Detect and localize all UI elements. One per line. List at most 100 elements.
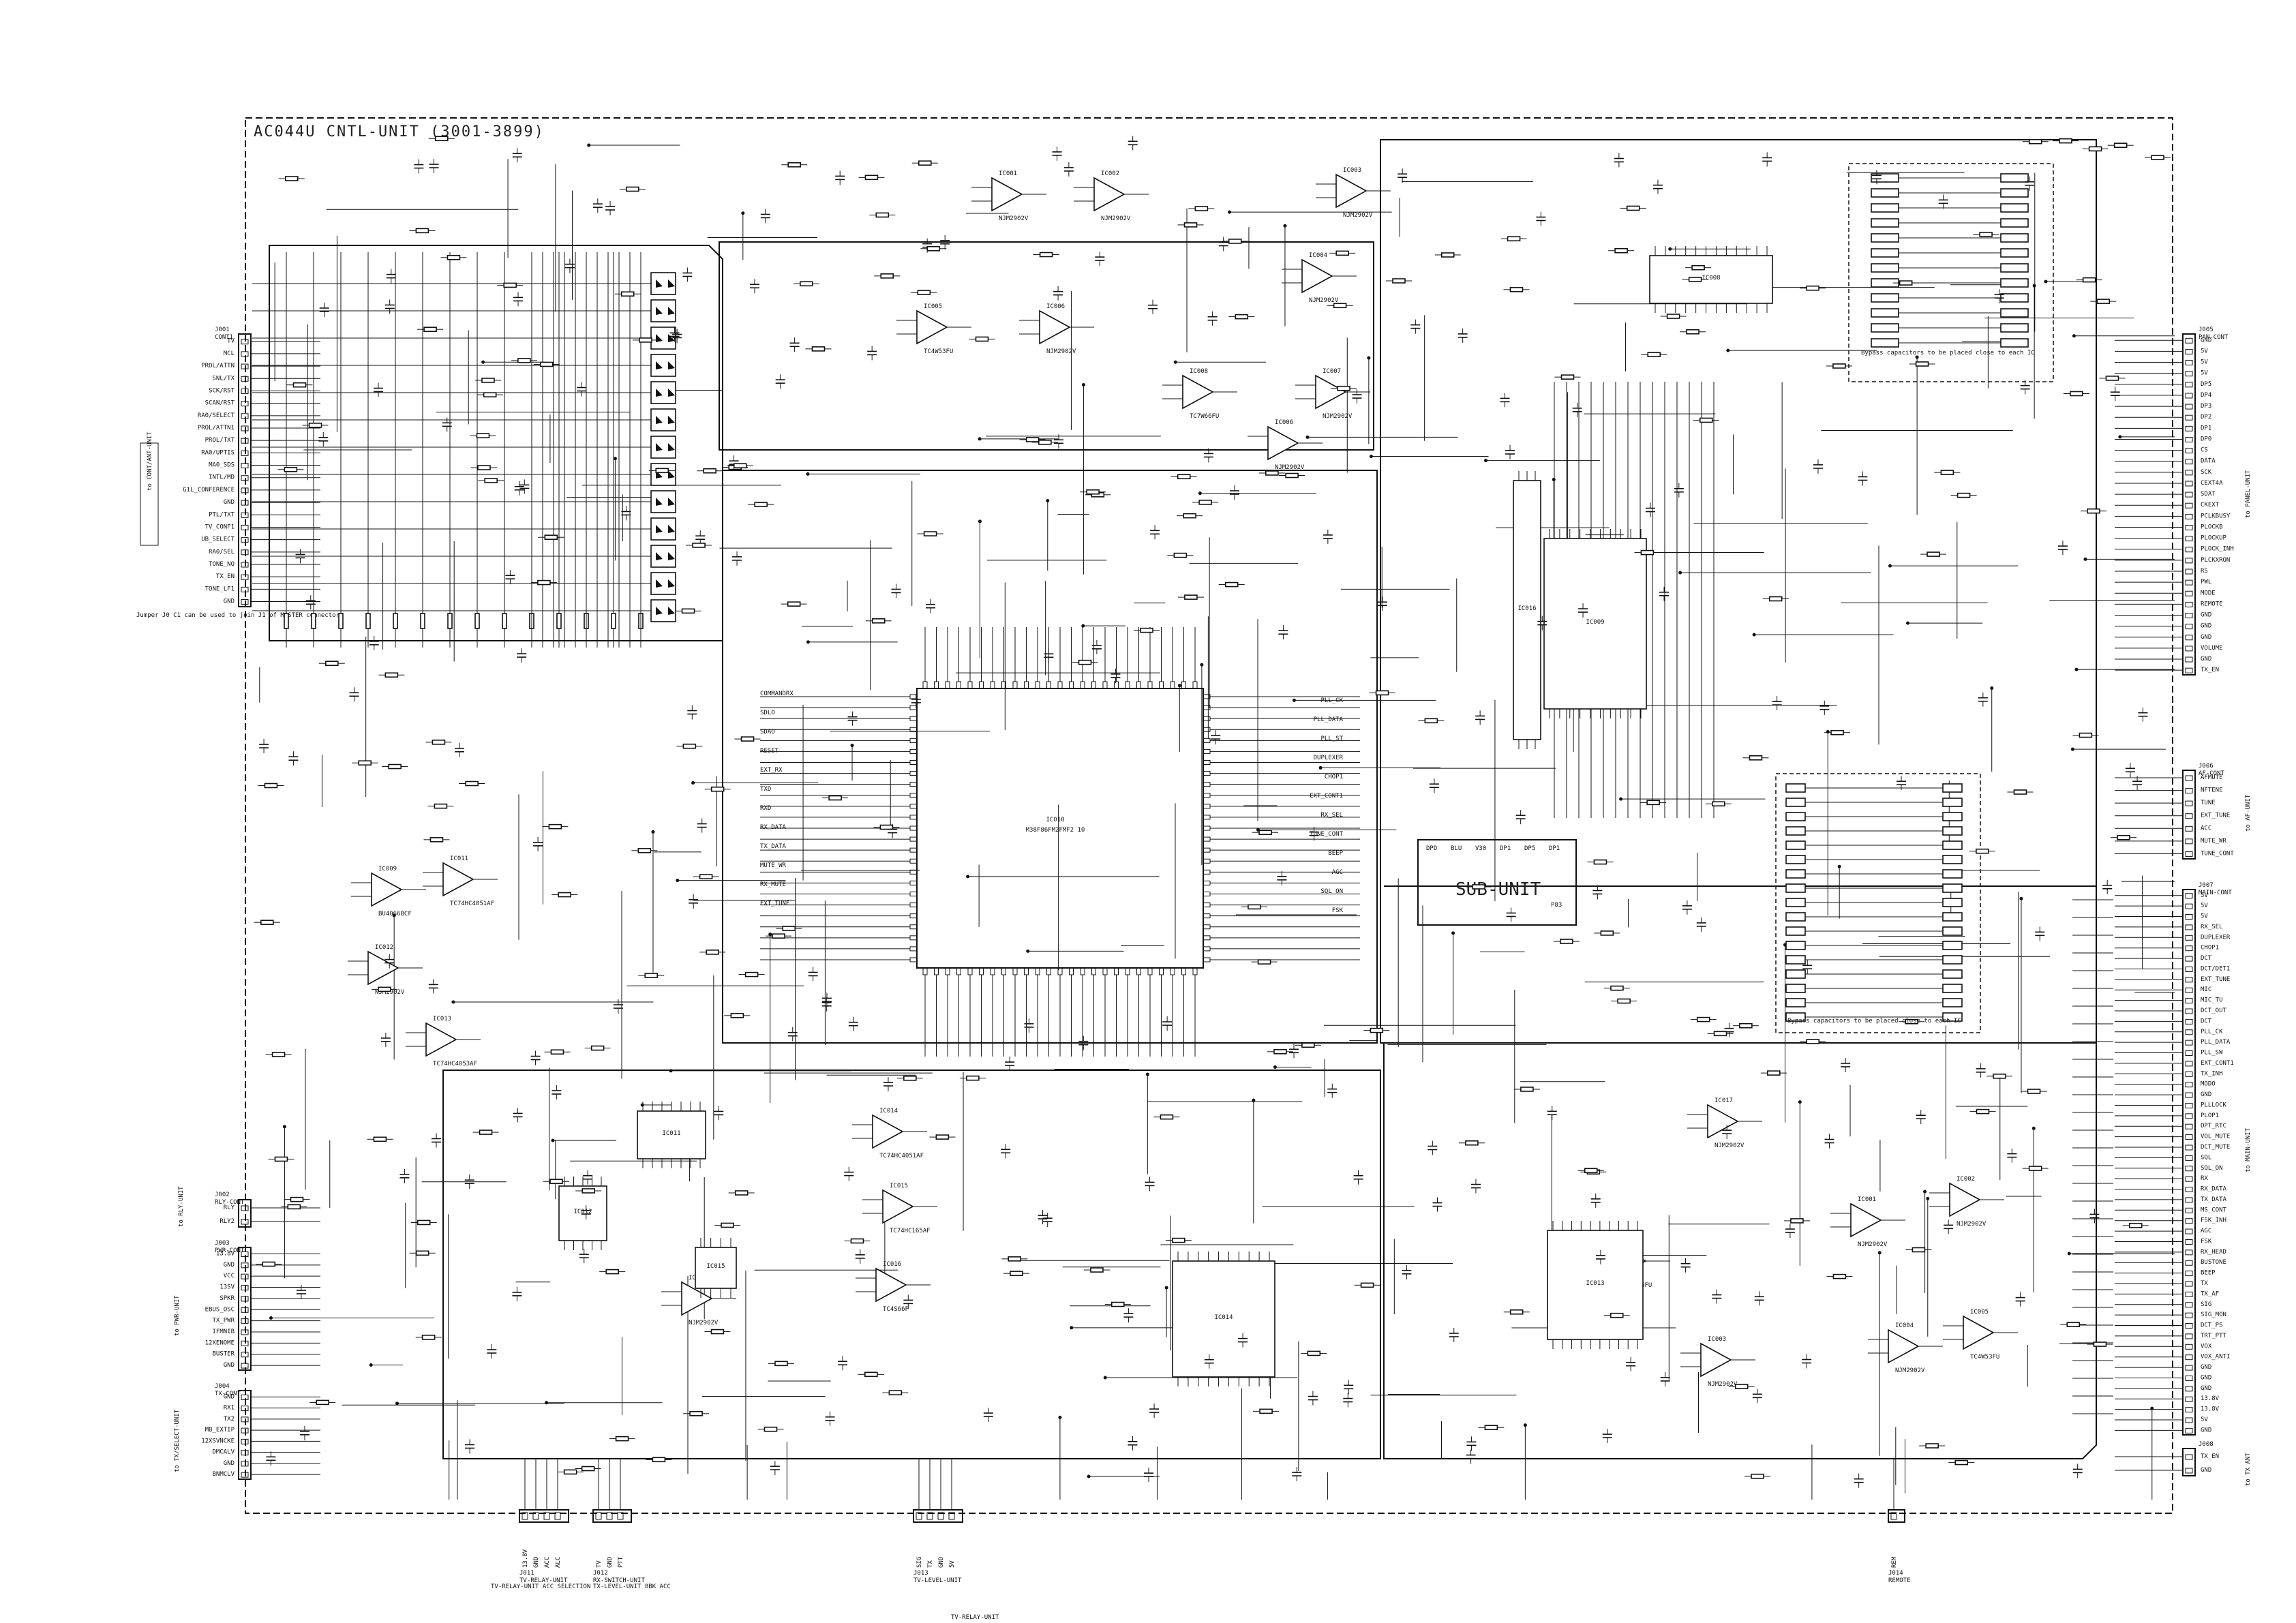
j001-pin-label: MA0_SDS [209,462,235,469]
svg-text:to PWR-UNIT: to PWR-UNIT [174,1295,181,1336]
board-title: AC044U CNTL-UNIT (3001-3899) [254,123,545,140]
logic-ic [1513,480,1541,740]
j005-pin-label: DATA [2201,458,2216,465]
connector-j004: GNDRX1TX2MB_EXTIP12XSVNCKEDMCALVGNDBNMCL… [174,1383,320,1480]
j007-pin-label: GND [2201,1385,2211,1392]
j005-pin-label: SCK [2201,469,2212,476]
j007-pin-label: VOL_MUTE [2201,1134,2230,1140]
ic-part: NJM2902V [1957,1221,1987,1228]
j003-pin-label: EBUS_OSC [205,1306,235,1313]
bottom-pin-label: GND [533,1557,540,1568]
bottom-connector-ref: J011 [519,1570,534,1577]
j005-pin-label: GND [2201,612,2211,619]
ic-ref: IC003 [1708,1336,1726,1343]
svg-text:AF-CONT: AF-CONT [2199,770,2225,777]
svg-text:J001: J001 [215,327,230,333]
j005-pin-label: MODE [2201,590,2216,596]
j006-pin-label: TUNE_CONT [2201,850,2234,857]
j001-pin-label: GND [224,598,235,605]
op-amp [916,309,948,345]
j005-pin-label: 5V [2201,370,2208,377]
svg-text:CONT1: CONT1 [215,334,233,341]
svg-text:to AF-UNIT: to AF-UNIT [2245,794,2252,832]
j007-pin-label: RX_DATA [2201,1186,2227,1193]
op-amp [991,177,1023,212]
j005-pin-label: GND [2201,623,2211,630]
j007-pin-label: MIC [2201,986,2211,993]
j001-pin-label: GND [224,499,235,506]
j005-pin-label: CKEXT [2201,502,2220,509]
mcu-left-signal: RESET [760,748,779,755]
j004-pin-label: DMCALV [212,1449,235,1456]
ic-ref: IC016 [883,1261,901,1268]
j007-pin-label: 5V [2201,892,2208,899]
mcu-right-signal: PLL_DATA [1314,716,1344,723]
j005-pin-label: DP0 [2201,436,2211,442]
j005-pin-label: DP3 [2201,403,2211,410]
svg-text:to CONT/ANT-UNIT: to CONT/ANT-UNIT [147,431,153,491]
j003-pin-label: VCC [224,1273,235,1279]
mcu-right-signal: CHOP1 [1325,774,1343,780]
mcu-ic010: IC010 M38F86FM2FMF2 10 [760,627,1360,1057]
mcu-signal-labels: COMMANDRXSDLOSDAORESETEXT_RXTXDRXDRX_DAT… [760,691,1344,914]
j005-pin-label: GND [2201,656,2211,663]
j004-pin-label: RX1 [224,1405,235,1412]
region-outlines: SUB-UNIT P83 DPD BLU V30 DP1 DP5 DP1 [269,139,2097,1459]
op-amp [1335,173,1368,209]
j002-pin-label: RLY [224,1204,235,1211]
mcu-left-signal: COMMANDRX [760,691,794,697]
ic-ref: IC003 [1343,167,1361,174]
j002-pin-label: RLY2 [220,1218,235,1225]
bottom-pin-label: 5V [949,1560,956,1568]
j003-pin-label: 13.8V [216,1250,235,1257]
j007-pin-label: PLL_SW [2201,1050,2223,1057]
j007-pin-label: TX [2201,1280,2208,1287]
sub-unit-ref: P83 [1551,902,1562,909]
ic-part: TC4W53FU [924,348,953,355]
bottom-pin-label: ACC [544,1557,551,1568]
svg-text:J002: J002 [215,1192,230,1198]
ic-blocks: IC001NJM2902VIC002NJM2902VIC003NJM2902VI… [348,167,2018,1388]
svg-text:V30: V30 [1475,845,1486,852]
j001-pin-label: G1L_CONFERENCE [183,487,235,494]
j007-pin-label: RX_SEL [2201,924,2223,930]
j007-pin-label: DCT_OUT [2201,1007,2227,1014]
mcu-right-signal: RX_SEL [1320,812,1343,819]
bottom-pin-label: GND [938,1557,945,1568]
j001-pin-label: TONE_LF1 [205,586,235,592]
j006-pin-label: TUNE [2201,800,2216,806]
j006-pin-label: AFMUTE [2201,774,2223,781]
ic-part: NJM2902V [1309,297,1339,304]
op-amp [367,950,399,986]
op-amp [1949,1182,1981,1217]
j007-pin-label: RX_HEAD [2201,1249,2226,1256]
j001-pin-label: SCAN/RST [205,400,235,407]
mcu-right-signal: FSK [1332,907,1344,914]
j007-pin-label: FSK [2201,1238,2212,1245]
j007-pin-label: TX_INH [2201,1070,2223,1077]
j005-pin-label: PLOCK_INH [2201,546,2234,553]
mcu-left-signal: RX_MUTE [760,881,786,888]
ic-ref: IC006 [1046,303,1065,310]
mcu-left-signal: MUTE_WR [760,862,787,869]
j007-pin-label: DCT/DET1 [2201,965,2230,972]
ic-ref: IC009 [1586,619,1604,626]
ic-ref: IC017 [1715,1097,1733,1104]
j007-pin-label: SQL_ON [2201,1165,2223,1172]
j006-pin-label: MUTE_WR [2201,838,2227,845]
j005-pin-label: 5V [2201,348,2208,354]
svg-text:DP5: DP5 [1524,845,1535,852]
svg-text:Jumper J0 C1 can be used to jo: Jumper J0 C1 can be used to join J1 of M… [136,612,340,619]
mcu-left-signal: TX_DATA [760,843,787,850]
ic-part: NJM2902V [1708,1381,1738,1388]
op-amp [442,862,474,897]
j007-pin-label: BEEP [2201,1270,2216,1277]
j007-pin-label: VOX [2201,1343,2212,1350]
j001-pin-label: PROL/ATTN1 [198,425,235,431]
j001-pin-label: UB_SELECT [201,536,235,543]
mcu-left-signal: EXT_TUNE [760,900,789,907]
j005-pin-label: GND [2201,634,2211,641]
sub-unit-pins: DPD BLU V30 DP1 DP5 DP1 [1426,845,1560,852]
